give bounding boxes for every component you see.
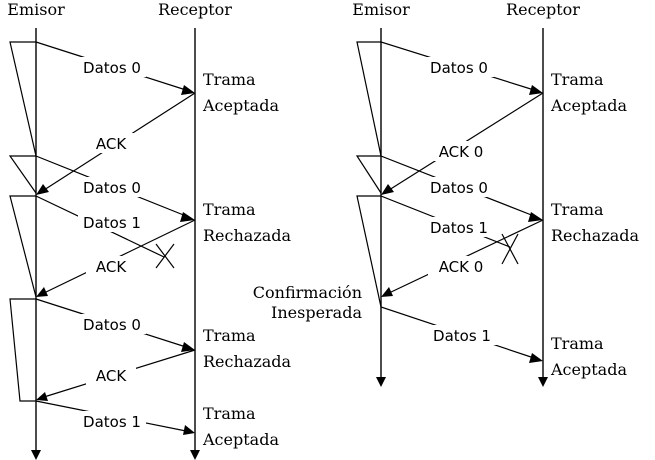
left-timeout-bracket <box>8 155 37 194</box>
right-frame-label: Datos 1 <box>433 327 491 345</box>
right-result-line2: Aceptada <box>550 96 627 115</box>
left-result-line1: Trama <box>203 404 256 423</box>
left-receiver-timeline-arrowhead <box>190 450 200 460</box>
left-sender-header: Emisor <box>7 0 65 19</box>
right-frame-arrowhead <box>529 353 543 363</box>
left-ack-label: ACK <box>96 258 127 276</box>
left-diagram: Emisor Receptor Datos 0 ACK Datos 0 Dat <box>7 0 292 460</box>
left-ack-arrowhead <box>36 392 48 401</box>
left-result-line1: Trama <box>203 200 256 219</box>
left-timeout-bracket <box>9 195 37 298</box>
right-result-line2: Aceptada <box>550 360 627 379</box>
left-ack-arrowhead <box>36 184 49 195</box>
label-background <box>78 177 146 197</box>
right-frame-label: Datos 0 <box>430 59 488 77</box>
left-ack-label: ACK <box>96 135 127 153</box>
right-timeout-bracket <box>356 195 382 308</box>
right-ack-label: ACK 0 <box>439 143 484 161</box>
unexpected-confirmation-line2: Inesperada <box>271 303 362 322</box>
label-background <box>86 133 136 153</box>
label-background <box>78 411 146 431</box>
right-frame-label: Datos 1 <box>430 219 488 237</box>
left-timeout-bracket <box>9 298 36 402</box>
label-background <box>86 365 136 385</box>
left-result-line1: Trama <box>203 326 256 345</box>
label-background <box>428 141 494 161</box>
left-frame-arrowhead <box>181 342 195 352</box>
left-frame-label: Datos 0 <box>83 316 141 334</box>
left-frame-arrowhead <box>181 85 195 95</box>
label-background <box>424 57 494 77</box>
unexpected-confirmation-line1: Confirmación <box>253 283 362 302</box>
label-background <box>424 177 494 197</box>
label-background <box>428 256 494 276</box>
right-ack-arrowhead <box>381 184 394 195</box>
left-frame-arrowhead <box>183 425 195 435</box>
label-background <box>424 217 494 237</box>
left-result-line2: Aceptada <box>202 96 279 115</box>
left-timeout-bracket <box>9 41 37 157</box>
right-ack-label: ACK 0 <box>439 258 484 276</box>
left-frame-label: Datos 1 <box>83 413 141 431</box>
left-frame-label: Datos 0 <box>83 179 141 197</box>
left-result-line2: Rechazada <box>203 226 292 245</box>
left-result-line2: Aceptada <box>202 430 279 449</box>
right-diagram: Emisor Receptor Datos 0 ACK 0 Datos 0 Da… <box>253 0 640 387</box>
label-background <box>78 212 146 232</box>
left-frame-arrowhead <box>180 212 195 222</box>
right-result-line1: Trama <box>551 334 604 353</box>
left-sender-timeline-arrowhead <box>31 450 41 460</box>
left-ack-arrowhead <box>36 287 48 297</box>
right-result-line1: Trama <box>551 200 604 219</box>
left-frame-label: Datos 1 <box>83 214 141 232</box>
right-ack-arrowhead <box>381 287 393 297</box>
right-sender-header: Emisor <box>352 0 410 19</box>
left-frame-label: Datos 0 <box>83 59 141 77</box>
label-background <box>427 325 497 345</box>
left-receiver-header: Receptor <box>158 0 232 19</box>
left-ack-label: ACK <box>96 367 127 385</box>
right-result-line2: Rechazada <box>551 226 640 245</box>
right-timeout-bracket <box>355 155 382 194</box>
right-frame-arrowhead <box>528 212 543 222</box>
label-background <box>78 57 146 77</box>
label-background <box>86 256 136 276</box>
right-result-line1: Trama <box>551 70 604 89</box>
left-result-line2: Rechazada <box>203 352 292 371</box>
right-frame-arrowhead <box>529 85 543 95</box>
left-result-line1: Trama <box>203 70 256 89</box>
right-receiver-timeline-arrowhead <box>538 377 548 387</box>
right-timeout-bracket <box>356 41 382 157</box>
right-sender-timeline-arrowhead <box>376 377 386 387</box>
right-loss-mark <box>501 233 519 265</box>
label-background <box>78 314 146 334</box>
right-frame-label: Datos 0 <box>430 179 488 197</box>
right-receiver-header: Receptor <box>506 0 580 19</box>
left-loss-mark <box>155 243 175 269</box>
